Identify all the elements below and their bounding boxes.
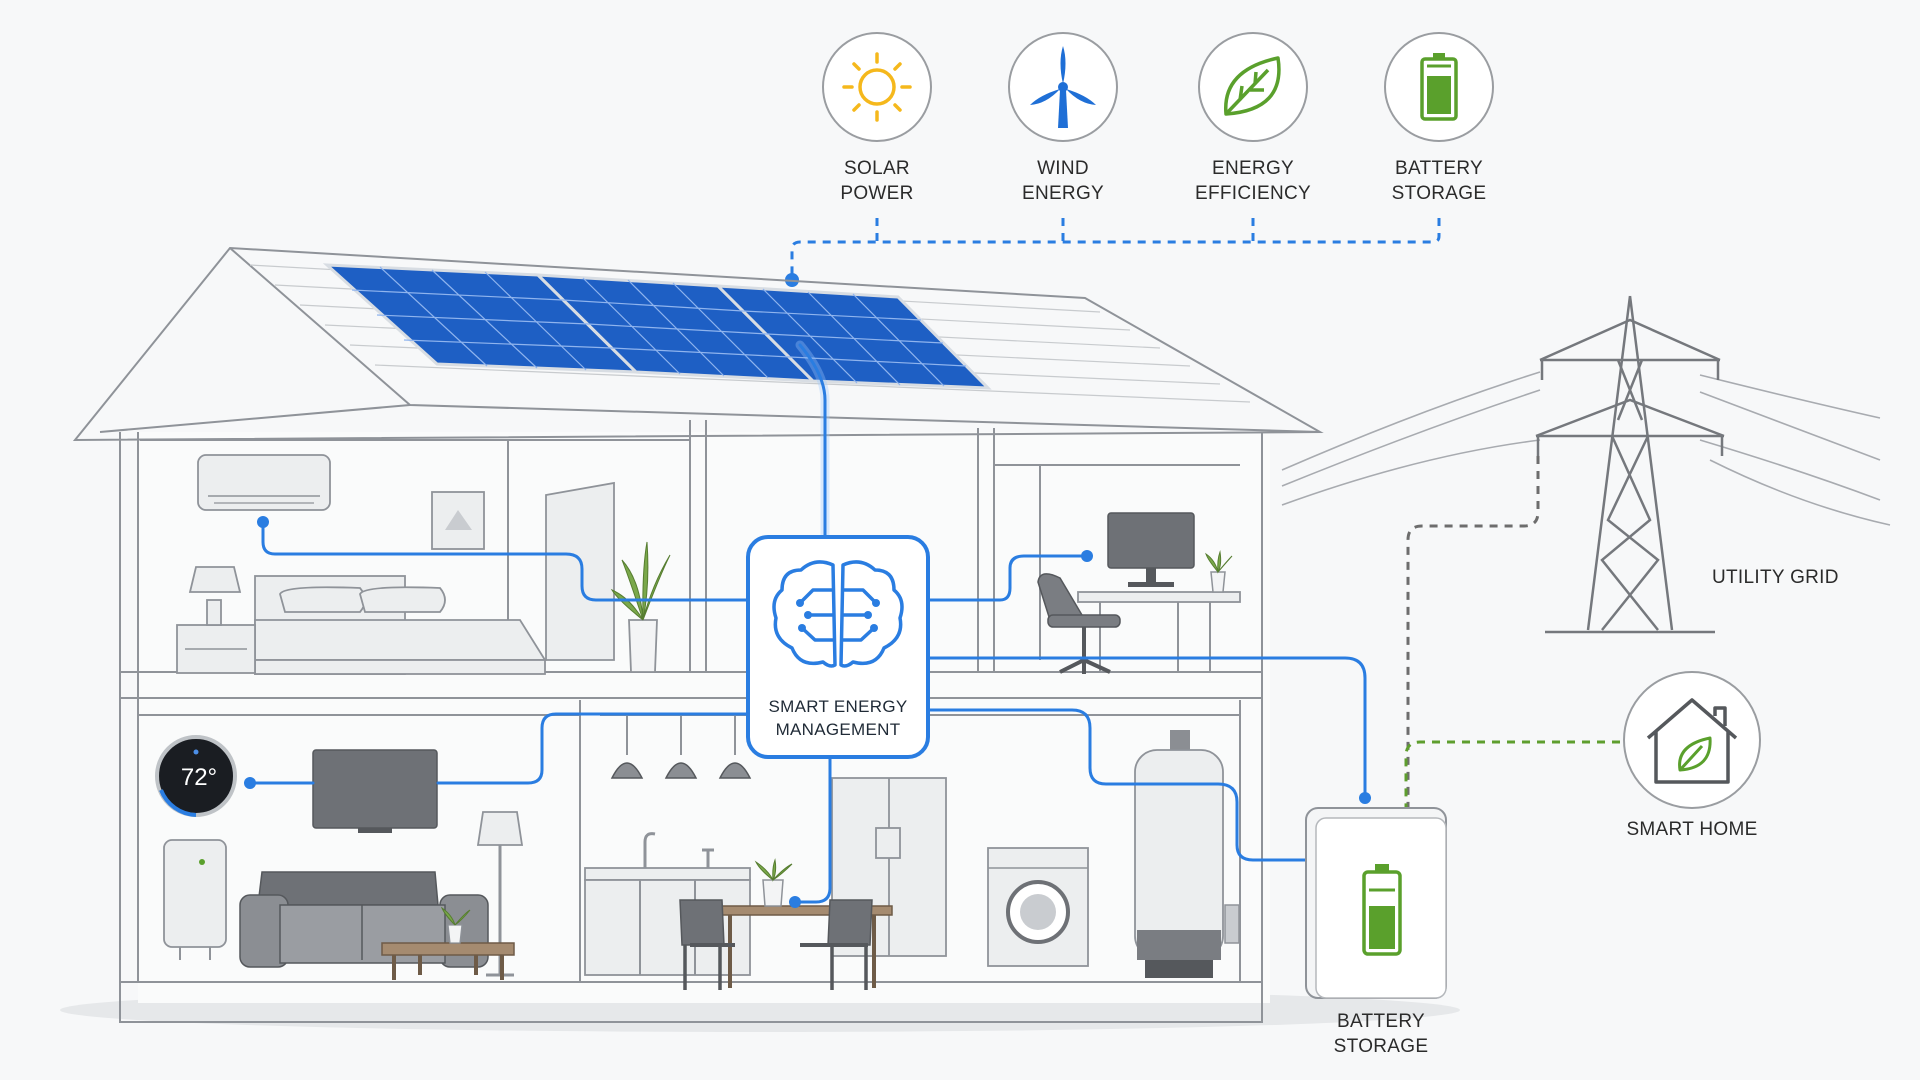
wind-turbine-icon <box>1030 46 1096 128</box>
battery-icon <box>1362 864 1402 956</box>
power-tower-icon <box>1535 295 1725 634</box>
source-bus <box>785 218 1441 287</box>
smart-home: SMART HOME <box>1623 671 1761 840</box>
hub-label-line2: MANAGEMENT <box>776 720 901 739</box>
thermostat: 72° <box>155 735 237 817</box>
desk-monitor <box>1107 512 1195 587</box>
energy-source-wind: WIND ENERGY <box>1008 32 1118 204</box>
wall-battery-inverter <box>163 839 227 960</box>
wind-label-line2: ENERGY <box>1022 183 1104 204</box>
efficiency-label-line2: EFFICIENCY <box>1195 183 1311 204</box>
hub-label-line1: SMART ENERGY <box>768 697 907 716</box>
energy-source-battery: BATTERY STORAGE <box>1384 32 1494 204</box>
brain-circuit-icon <box>772 560 904 668</box>
utility-grid: UTILITY GRID <box>1281 295 1891 634</box>
washing-machine <box>987 847 1089 967</box>
solar-panels <box>322 263 992 390</box>
wind-label-line1: WIND <box>1037 158 1089 179</box>
smart-home-label: SMART HOME <box>1626 819 1757 840</box>
energy-source-solar: SOLAR POWER <box>822 32 932 204</box>
power-wires <box>244 340 1371 908</box>
house-structure <box>60 246 1460 1032</box>
house-leaf-icon <box>1646 698 1738 784</box>
battery-storage-label-line2: STORAGE <box>1334 1036 1429 1057</box>
power-lines <box>1281 371 1891 526</box>
leaf-icon <box>1224 56 1281 116</box>
sun-icon <box>842 52 912 122</box>
thermostat-reading: 72° <box>181 764 217 791</box>
solar-label-line1: SOLAR <box>844 158 910 179</box>
smart-home-link <box>1404 740 1620 808</box>
air-conditioner <box>197 454 331 511</box>
smart-energy-hub: SMART ENERGY MANAGEMENT <box>746 535 930 759</box>
coffee-table <box>381 906 515 980</box>
battery-source-label-line1: BATTERY <box>1395 158 1483 179</box>
water-heater <box>1134 730 1240 978</box>
battery-icon <box>1420 53 1458 121</box>
nightstand-lamp <box>176 566 256 674</box>
solar-label-line2: POWER <box>840 183 913 204</box>
energy-source-efficiency: ENERGY EFFICIENCY <box>1195 32 1311 204</box>
utility-grid-label: UTILITY GRID <box>1712 567 1839 588</box>
bed <box>254 575 547 675</box>
grid-link <box>1406 456 1540 808</box>
television <box>312 749 438 833</box>
efficiency-label-line1: ENERGY <box>1212 158 1294 179</box>
office-chair <box>1037 573 1121 674</box>
wall-picture <box>431 491 485 550</box>
dining-chairs <box>679 899 873 990</box>
office-desk <box>1077 550 1241 672</box>
battery-storage-unit: BATTERY STORAGE <box>1305 807 1447 1057</box>
door <box>545 481 615 661</box>
dining-table <box>711 858 893 988</box>
battery-source-label-line2: STORAGE <box>1392 183 1487 204</box>
pendant-lights <box>610 716 752 779</box>
battery-storage-label-line1: BATTERY <box>1337 1011 1425 1032</box>
